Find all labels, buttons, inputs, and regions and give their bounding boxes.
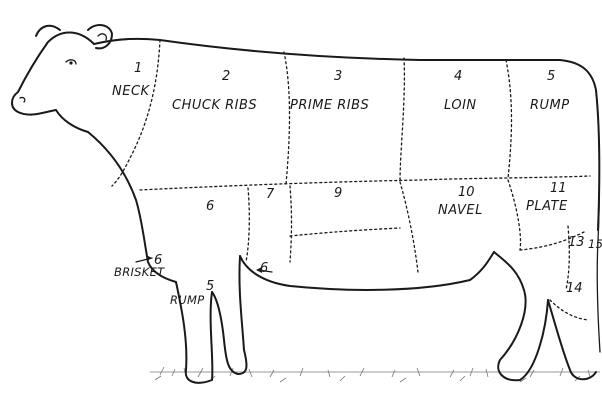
cut-label-round: 11 PLATE <box>526 181 568 214</box>
cut-name-loin: LOIN <box>444 98 477 113</box>
cut-name-neck: NECK <box>112 84 151 99</box>
cut-number-tail: 15 <box>588 237 602 251</box>
cut-number-second-cut-round: 13 <box>568 235 585 250</box>
cut-label-loin: 4 LOIN <box>444 69 477 113</box>
cut-number-prime-ribs: 3 <box>334 69 342 84</box>
cut-label-chuck-ribs: 2 CHUCK RIBS <box>172 69 257 113</box>
cut-name-chuck-ribs: CHUCK RIBS <box>172 98 257 113</box>
cut-number-loin: 4 <box>454 69 462 84</box>
cut-number-brisket-short-ribs: 6 <box>260 261 268 276</box>
cut-number-short-ribs: 7 <box>266 187 275 202</box>
cut-number-round: 11 <box>550 181 567 196</box>
cut-label-rump: 5 RUMP <box>530 69 570 113</box>
cut-name-round: PLATE <box>526 199 568 214</box>
cut-label-brisket: 6 BRISKET <box>114 253 165 279</box>
cut-number-hind-shank: 14 <box>566 281 583 296</box>
cut-name-rump: RUMP <box>530 98 570 113</box>
cut-label-second-cut-round: 13 <box>568 235 585 250</box>
cut-number-fore-shank: 5 <box>206 279 214 294</box>
cut-label-brisket-short-ribs: 6 <box>260 261 268 276</box>
cut-number-neck: 1 <box>134 61 142 76</box>
cut-number-shoulder: 6 <box>206 199 214 214</box>
cut-number-chuck-ribs: 2 <box>222 69 230 84</box>
cut-label-prime-ribs: 3 PRIME RIBS <box>290 69 369 113</box>
cut-label-plate: 9 <box>334 186 342 201</box>
cut-label-tail: 15 <box>588 237 602 251</box>
cut-label-neck: 1 NECK <box>112 61 151 99</box>
cut-number-plate: 9 <box>334 186 342 201</box>
cut-name-prime-ribs: PRIME RIBS <box>290 98 369 113</box>
cut-number-rump: 5 <box>547 69 555 84</box>
cut-name-brisket: BRISKET <box>114 265 165 279</box>
cow-outline <box>12 25 600 383</box>
cut-name-flank: NAVEL <box>438 203 483 218</box>
cut-number-flank: 10 <box>458 185 475 200</box>
cut-label-flank: 10 NAVEL <box>438 185 483 218</box>
cut-label-short-ribs: 7 <box>266 187 275 202</box>
cut-label-hind-shank: 14 <box>566 281 583 296</box>
cut-label-shoulder: 6 <box>206 199 214 214</box>
ground-grass <box>150 367 600 382</box>
cut-name-fore-shank: RUMP <box>170 293 204 307</box>
